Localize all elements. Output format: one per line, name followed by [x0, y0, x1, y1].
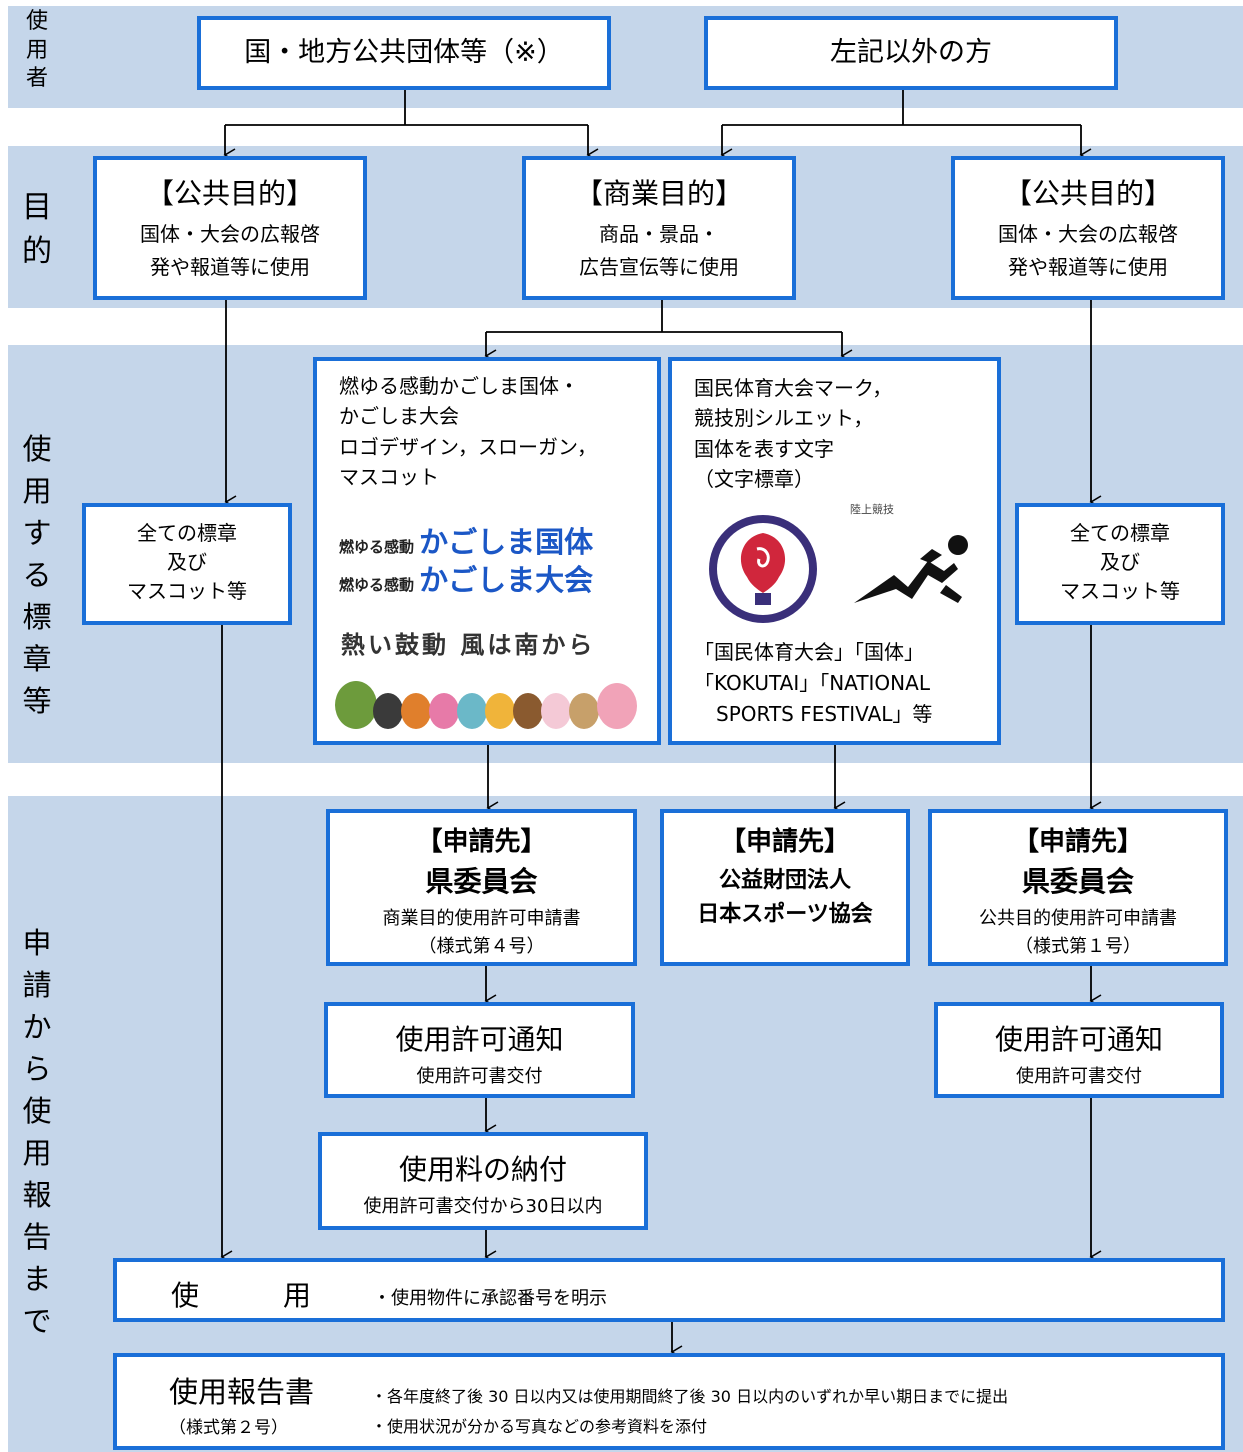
application-right-form: 公共目的使用許可申請書: [979, 908, 1177, 929]
purpose-public-left-title: 【公共目的】: [145, 177, 314, 210]
emblem-national-names2: 「KOKUTAI」「NATIONAL: [694, 671, 930, 695]
purpose-commercial-line1: 商品・景品・: [599, 222, 719, 246]
emblem-national-line2: 競技別シルエット，: [694, 406, 874, 431]
emblem-all-right-line2: 及び: [1100, 550, 1140, 574]
application-right-title: 【申請先】: [1012, 827, 1143, 857]
sport-label: 陸上競技: [850, 503, 894, 516]
user-government-box: 国・地方公共団体等（※）: [197, 16, 611, 90]
national-sports-emblem-icon: [709, 515, 817, 623]
mascot-icon: [597, 683, 637, 729]
fee-sub: 使用許可書交付から30日以内: [363, 1196, 603, 1217]
report-box: 使用報告書 （様式第２号） ・各年度終了後 30 日以内又は使用期間終了後 30…: [113, 1353, 1225, 1450]
mascot-group: [335, 677, 641, 737]
mascot-icon: [513, 693, 543, 729]
emblem-kagoshima-line1: 燃ゆる感動かごしま国体・: [339, 374, 579, 398]
application-right-box: 【申請先】 県委員会 公共目的使用許可申請書 （様式第１号）: [928, 809, 1228, 966]
user-government-label: 国・地方公共団体等（※）: [244, 37, 564, 68]
purpose-public-right-title: 【公共目的】: [1003, 177, 1172, 210]
emblem-national-box: 国民体育大会マーク， 競技別シルエット， 国体を表す文字 （文字標章） 陸上競技…: [668, 357, 1001, 745]
report-note1: ・各年度終了後 30 日以内又は使用期間終了後 30 日以内のいずれか早い期日ま…: [371, 1387, 1009, 1406]
logo1-small: 燃ゆる感動: [339, 538, 415, 556]
mascot-icon: [485, 693, 515, 729]
row-label-apply: 申請から使用報告まで: [22, 926, 52, 1339]
row-label-user: 使用者: [25, 9, 48, 92]
row-label-emblem: 使用する標章等: [22, 432, 52, 719]
purpose-commercial-title: 【商業目的】: [574, 177, 743, 210]
purpose-public-left-box: 【公共目的】 国体・大会の広報啓 発や報道等に使用: [93, 156, 367, 300]
emblem-kagoshima-line4: マスコット: [339, 465, 439, 490]
emblem-kagoshima-line3: ロゴデザイン，スローガン，: [339, 434, 597, 459]
permit-right-sub: 使用許可書交付: [1016, 1066, 1142, 1087]
mascot-icon: [569, 693, 599, 729]
fee-title: 使用料の納付: [398, 1153, 567, 1186]
emblem-national-line1: 国民体育大会マーク，: [694, 376, 893, 400]
purpose-commercial-line2: 広告宣伝等に使用: [579, 255, 739, 279]
mascot-icon: [429, 693, 459, 729]
purpose-public-left-line2: 発や報道等に使用: [150, 255, 310, 279]
permit-right-box: 使用許可通知 使用許可書交付: [934, 1002, 1224, 1098]
application-center-org1: 公益財団法人: [718, 868, 851, 893]
mascot-icon: [457, 693, 487, 729]
mascot-icon: [373, 693, 403, 729]
user-others-label: 左記以外の方: [830, 37, 992, 68]
emblem-all-right-box: 全ての標章 及び マスコット等: [1015, 503, 1225, 625]
emblem-all-right-line1: 全ての標章: [1070, 521, 1170, 545]
mascot-icon: [541, 693, 571, 729]
emblem-all-right-line3: マスコット等: [1060, 579, 1180, 603]
usage-note: ・使用物件に承認番号を明示: [373, 1288, 607, 1309]
permit-left-sub: 使用許可書交付: [416, 1066, 543, 1087]
emblem-kagoshima-box: 燃ゆる感動かごしま国体・ かごしま大会 ロゴデザイン，スローガン， マスコット …: [313, 357, 661, 745]
emblem-national-line4: （文字標章）: [694, 467, 814, 492]
report-note2: ・使用状況が分かる写真などの参考資料を添付: [371, 1417, 708, 1436]
application-center-org2: 日本スポーツ協会: [697, 902, 873, 927]
application-left-title: 【申請先】: [416, 827, 547, 857]
application-left-org: 県委員会: [425, 865, 538, 898]
fee-box: 使用料の納付 使用許可書交付から30日以内: [318, 1132, 648, 1230]
permit-right-title: 使用許可通知: [994, 1023, 1163, 1056]
emblem-all-left-line1: 全ての標章: [137, 521, 237, 545]
emblem-national-line3: 国体を表す文字: [694, 436, 834, 461]
emblem-all-left-line3: マスコット等: [127, 579, 247, 603]
kagoshima-logo: 燃ゆる感動 かごしま国体 燃ゆる感動 かごしま大会: [339, 519, 639, 599]
usage-box: 使 用 ・使用物件に承認番号を明示: [113, 1258, 1225, 1322]
purpose-public-right-box: 【公共目的】 国体・大会の広報啓 発や報道等に使用: [951, 156, 1225, 300]
report-title: 使用報告書: [169, 1375, 315, 1409]
kagoshima-slogan: 熱い鼓動 風は南から: [341, 631, 596, 659]
application-left-form: 商業目的使用許可申請書: [382, 908, 581, 929]
purpose-public-left-line1: 国体・大会の広報啓: [140, 222, 320, 246]
application-center-title: 【申請先】: [719, 827, 850, 857]
permit-left-title: 使用許可通知: [395, 1023, 564, 1056]
logo2-big: かごしま大会: [419, 563, 594, 597]
purpose-commercial-box: 【商業目的】 商品・景品・ 広告宣伝等に使用: [522, 156, 796, 300]
usage-title: 使 用: [171, 1279, 312, 1312]
purpose-public-right-line1: 国体・大会の広報啓: [998, 222, 1178, 246]
emblem-all-left-box: 全ての標章 及び マスコット等: [82, 503, 292, 625]
application-center-box: 【申請先】 公益財団法人 日本スポーツ協会: [660, 809, 910, 966]
report-form-no: （様式第２号）: [169, 1418, 288, 1438]
application-right-org: 県委員会: [1021, 865, 1134, 898]
user-others-box: 左記以外の方: [704, 16, 1118, 90]
logo2-small: 燃ゆる感動: [339, 576, 415, 594]
application-left-box: 【申請先】 県委員会 商業目的使用許可申請書 （様式第４号）: [326, 809, 637, 966]
emblem-national-names3: SPORTS FESTIVAL」等: [716, 702, 933, 726]
running-silhouette-icon: [854, 535, 968, 603]
mascot-icon: [401, 693, 431, 729]
purpose-public-right-line2: 発や報道等に使用: [1008, 255, 1168, 279]
emblem-all-left-line2: 及び: [167, 550, 207, 574]
application-left-form-no: （様式第４号）: [418, 936, 545, 957]
emblem-kagoshima-line2: かごしま大会: [339, 404, 459, 429]
application-right-form-no: （様式第１号）: [1015, 936, 1141, 957]
emblem-national-names1: 「国民体育大会」「国体」: [694, 640, 924, 664]
permit-left-box: 使用許可通知 使用許可書交付: [324, 1002, 635, 1098]
row-label-purpose: 目的: [22, 190, 52, 269]
logo1-big: かごしま国体: [419, 525, 594, 559]
mascot-icon: [335, 681, 377, 729]
